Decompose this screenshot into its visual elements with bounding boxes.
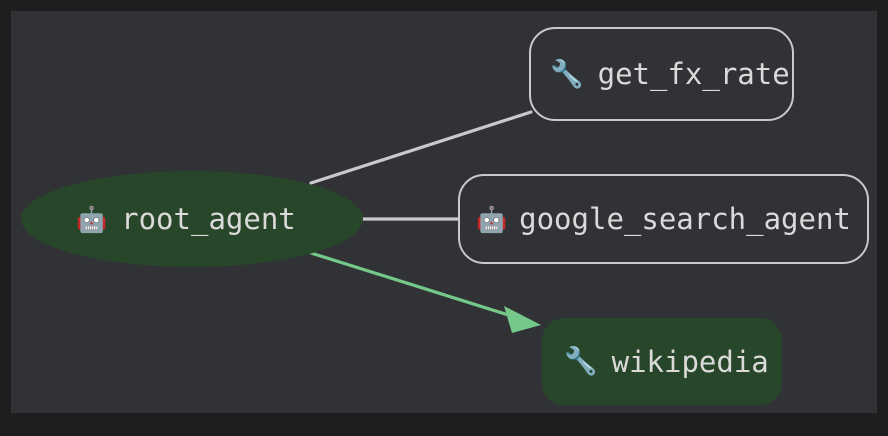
edge-root-to-get-fx-rate	[309, 110, 533, 185]
graph-node-label: google_search_agent	[519, 202, 851, 236]
wrench-icon: 🔧	[564, 346, 598, 377]
graph-node-label: get_fx_rate	[597, 57, 790, 91]
graph-node-root-agent[interactable]: 🤖 root_agent	[21, 171, 363, 267]
graph-node-google-search-agent[interactable]: 🤖 google_search_agent	[458, 174, 869, 264]
graph-node-wikipedia[interactable]: 🔧 wikipedia	[542, 318, 782, 405]
graph-node-label: root_agent	[121, 202, 296, 236]
wrench-icon: 🔧	[550, 58, 584, 90]
graph-node-label: wikipedia	[611, 344, 769, 379]
edge-root-to-wikipedia	[309, 251, 520, 320]
graph-node-get-fx-rate[interactable]: 🔧 get_fx_rate	[529, 27, 794, 121]
robot-icon: 🤖	[476, 204, 508, 234]
robot-icon: 🤖	[76, 204, 108, 234]
edge-root-to-wikipedia-arrowhead	[504, 306, 541, 333]
